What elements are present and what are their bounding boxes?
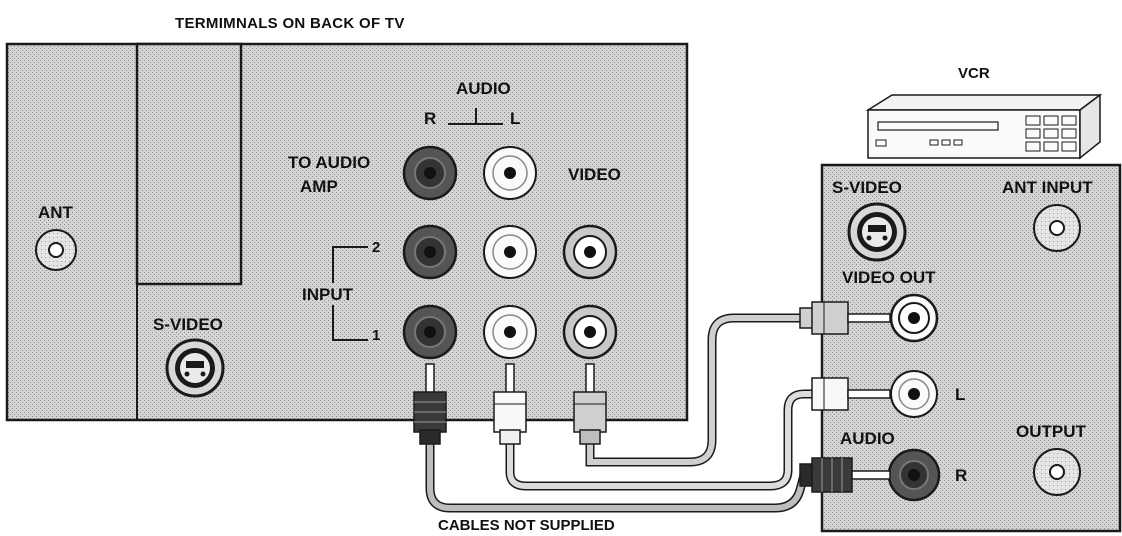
tv-video-plug: [573, 363, 607, 445]
tv-audio-amp-l-jack[interactable]: [483, 146, 537, 200]
tv-ant-terminal[interactable]: [35, 229, 77, 271]
tv-input2-video-jack[interactable]: [562, 224, 618, 280]
vcr-ant-input-label: ANT INPUT: [1002, 178, 1093, 197]
vcr-audio-l-plug: [811, 377, 891, 411]
vcr-video-out-label: VIDEO OUT: [842, 268, 936, 287]
video-cable[interactable]: [585, 313, 800, 467]
vcr-output-terminal[interactable]: [1033, 448, 1081, 496]
tv-input1-l-jack[interactable]: [483, 305, 537, 359]
tv-svideo-jack[interactable]: [165, 338, 225, 398]
tv-input2-l-jack[interactable]: [483, 225, 537, 279]
tv-ant-label: ANT: [38, 203, 74, 222]
tv-audio-bracket: [448, 108, 503, 125]
tv-audio-amp-r-jack[interactable]: [402, 145, 458, 201]
vcr-ant-input-terminal[interactable]: [1033, 204, 1081, 252]
cables-not-supplied-caption: CABLES NOT SUPPLIED: [438, 517, 615, 534]
vcr-output-label: OUTPUT: [1016, 422, 1087, 441]
tv-input-bracket: [332, 246, 368, 341]
tv-audio-l-plug: [493, 363, 527, 445]
diagram-title: TERMIMNALS ON BACK OF TV: [175, 15, 405, 32]
tv-input-1-label: 1: [372, 327, 380, 344]
tv-svideo-label: S-VIDEO: [153, 315, 223, 334]
vcr-audio-l-jack[interactable]: [890, 370, 938, 418]
tv-input1-video-jack[interactable]: [562, 304, 618, 360]
tv-back-panel: ANT S-VIDEO AUDIO R L TO AUDIO AMP VIDEO: [5, 42, 689, 422]
vcr-svideo-jack[interactable]: [847, 202, 907, 262]
tv-audio-label: AUDIO: [456, 79, 511, 98]
tv-inner-slot: [135, 42, 243, 286]
tv-audio-l-label: L: [510, 109, 520, 128]
tv-input1-r-jack[interactable]: [402, 304, 458, 360]
tv-video-label: VIDEO: [568, 165, 621, 184]
vcr-audio-r-plug: [799, 457, 891, 493]
audio-l-cable[interactable]: [505, 389, 812, 491]
vcr-svideo-label: S-VIDEO: [832, 178, 902, 197]
vcr-video-out-plug: [799, 301, 891, 335]
tv-audio-r-plug: [413, 363, 447, 445]
tv-input2-r-jack[interactable]: [402, 224, 458, 280]
tv-to-audio-amp-line2: AMP: [300, 177, 338, 196]
tv-to-audio-amp-line1: TO AUDIO: [288, 153, 370, 172]
tv-input-2-label: 2: [372, 239, 380, 256]
tv-input-label: INPUT: [302, 285, 354, 304]
vcr-illustration: [865, 93, 1103, 160]
tv-audio-r-label: R: [424, 109, 436, 128]
vcr-title: VCR: [958, 65, 990, 82]
vcr-audio-l-label: L: [955, 385, 965, 404]
audio-r-cable[interactable]: [425, 440, 809, 513]
vcr-audio-r-jack[interactable]: [887, 448, 941, 502]
vcr-video-out-jack[interactable]: [889, 293, 939, 343]
vcr-audio-label: AUDIO: [840, 429, 895, 448]
vcr-audio-r-label: R: [955, 466, 967, 485]
vcr-back-panel: S-VIDEO ANT INPUT VIDEO OUT L AUDIO: [820, 163, 1122, 533]
